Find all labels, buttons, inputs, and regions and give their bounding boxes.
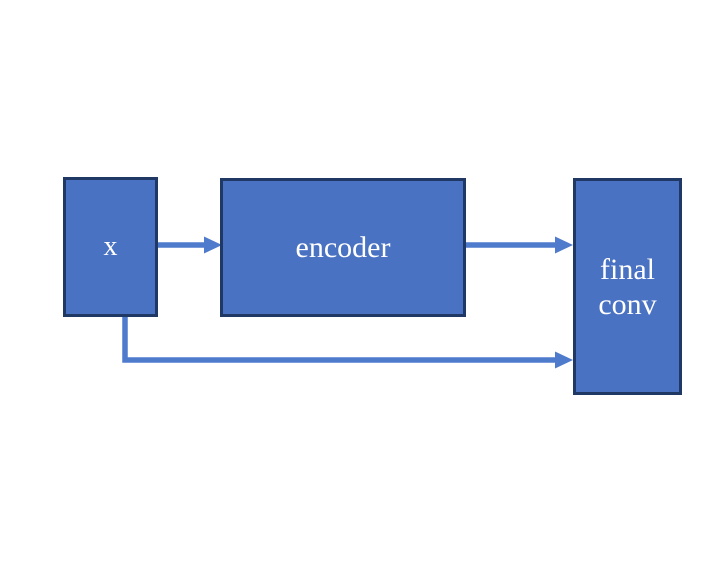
arrow-encoder-to-final-conv xyxy=(466,236,573,254)
node-final-conv-label: final conv xyxy=(598,252,657,321)
node-encoder: encoder xyxy=(220,178,466,317)
node-encoder-label: encoder xyxy=(295,230,391,264)
arrow-x-to-encoder-head xyxy=(204,236,222,254)
arrow-encoder-to-final-conv-head xyxy=(555,236,573,254)
arrow-x-skip-shaft xyxy=(122,317,556,363)
node-x-label: x xyxy=(103,231,118,262)
arrow-x-to-encoder xyxy=(158,236,222,254)
node-x: x xyxy=(63,177,158,317)
node-final-conv: final conv xyxy=(573,178,682,395)
arrow-x-skip-to-final-conv xyxy=(122,317,573,369)
arrow-x-skip-head xyxy=(555,351,573,369)
